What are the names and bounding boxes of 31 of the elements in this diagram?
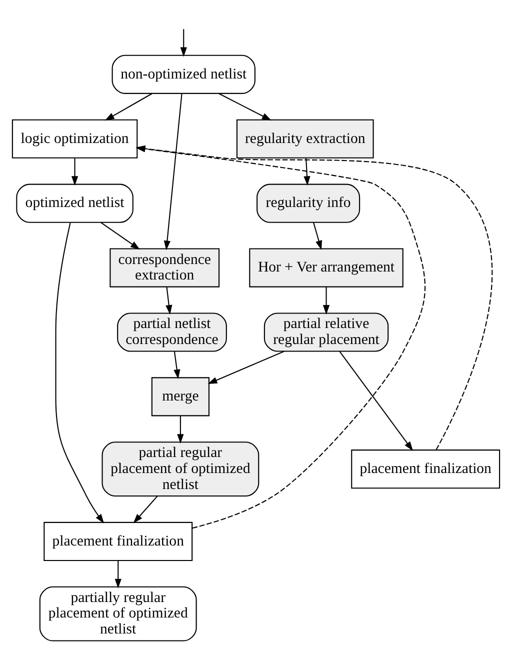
arrow — [177, 415, 184, 444]
arrow — [339, 350, 414, 450]
node-box: regularity info — [256, 183, 360, 222]
arrow — [174, 350, 180, 379]
arrow — [208, 350, 284, 384]
node-box: partial relative regular placement — [264, 312, 389, 352]
arrow — [322, 286, 330, 314]
node-box: placement finalization — [44, 521, 193, 560]
node-box: logic optimization — [12, 118, 138, 158]
node-box: correspondence extraction — [110, 248, 220, 287]
arrow — [313, 222, 322, 250]
arrow — [133, 495, 158, 523]
node-box: optimized netlist — [16, 183, 134, 222]
arrow — [114, 560, 122, 588]
arrow — [304, 157, 310, 186]
node-box: Hor + Ver arrangement — [249, 248, 404, 287]
node-box: non-optimized netlist — [112, 54, 256, 94]
arrow — [71, 157, 78, 186]
arrow — [164, 92, 182, 250]
node-box: partially regular placement of optimized netlist — [39, 586, 197, 641]
node-box: placement finalization — [351, 449, 500, 488]
arrow — [55, 222, 104, 524]
node-box: partial netlist correspondence — [117, 312, 227, 352]
arrow — [166, 286, 172, 314]
node-box: regularity extraction — [236, 118, 374, 158]
arrow — [218, 92, 272, 120]
arrow — [104, 92, 152, 120]
arrow — [180, 28, 187, 56]
node-box: merge — [151, 376, 210, 416]
arrow — [100, 222, 140, 250]
node-box: partial regular placement of optimized netlist — [102, 441, 260, 496]
